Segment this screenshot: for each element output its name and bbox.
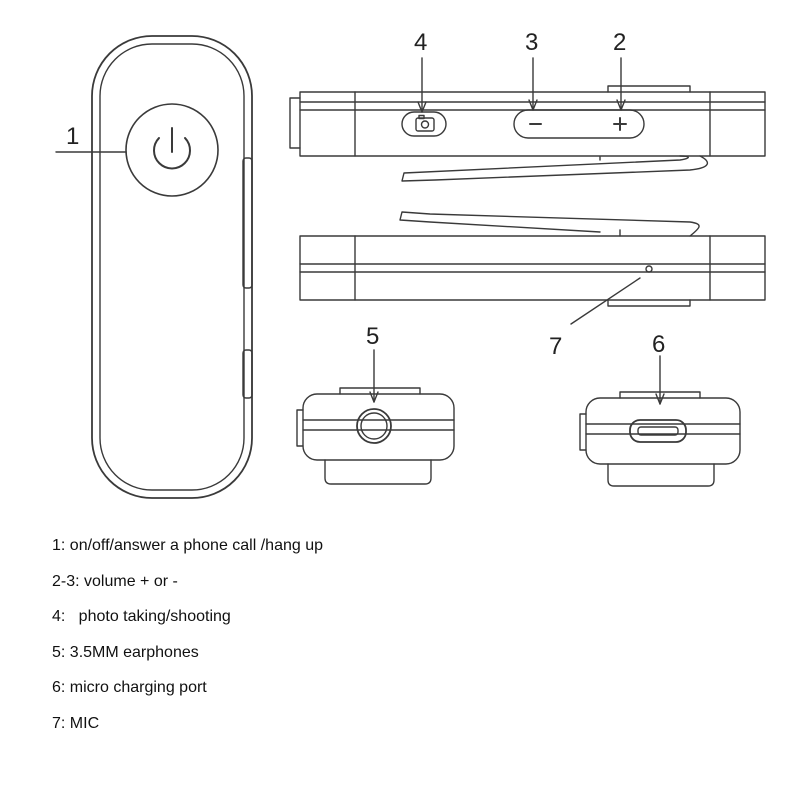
legend-item-photo: 4: photo taking/shooting [52,608,231,625]
power-icon [153,127,191,170]
mic-hole [645,265,653,273]
front-view [55,35,253,499]
plus-icon [613,117,627,131]
callout-7: 7 [549,333,562,360]
callout-1: 1 [66,123,79,150]
top-side-view [289,57,766,182]
callout-4: 4 [414,29,427,56]
end-view-usb [579,355,741,487]
micro-usb-port[interactable] [629,419,687,443]
headphone-jack[interactable] [356,408,392,444]
legend-item-power: 1: on/off/answer a phone call /hang up [52,537,324,554]
power-button[interactable] [125,103,219,197]
callout-2: 2 [613,29,626,56]
legend-item-volume: 2-3: volume + or - [52,572,178,590]
callout-5: 5 [366,323,379,350]
legend-item-mic: 7: MIC [52,714,100,732]
legend-item-earphones: 5: 3.5MM earphones [52,643,199,661]
camera-icon [415,114,435,132]
bottom-side-view [299,211,766,325]
callout-3: 3 [525,29,538,56]
device-diagram: 1 4 3 2 7 5 6 [55,29,766,499]
volume-rocker[interactable] [513,109,645,139]
callout-6: 6 [652,331,665,358]
camera-button[interactable] [401,111,447,137]
legend: 1: on/off/answer a phone call /hang up 2… [52,528,323,741]
legend-item-charging-port: 6: micro charging port [52,679,207,696]
end-view-jack [296,349,455,485]
